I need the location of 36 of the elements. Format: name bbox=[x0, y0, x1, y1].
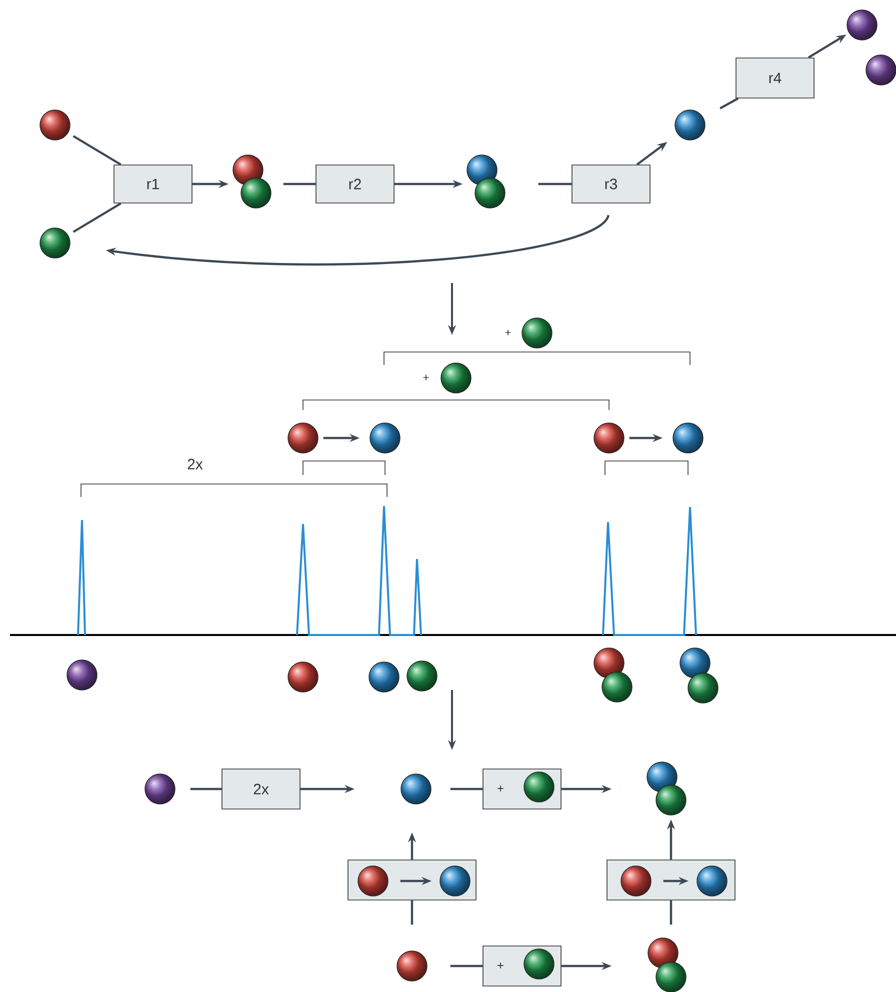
sphere bbox=[524, 948, 554, 980]
sphere bbox=[358, 866, 388, 896]
sphere bbox=[656, 784, 686, 816]
sphere bbox=[688, 672, 718, 704]
process-box: r4 bbox=[736, 58, 814, 98]
sphere bbox=[370, 422, 400, 454]
sphere bbox=[440, 362, 472, 394]
sphere bbox=[620, 866, 652, 896]
label-text: + bbox=[423, 374, 429, 380]
sphere bbox=[594, 422, 624, 454]
sphere bbox=[288, 422, 318, 454]
sphere bbox=[524, 772, 554, 802]
sphere bbox=[522, 318, 552, 348]
sphere bbox=[400, 774, 432, 804]
sphere bbox=[288, 662, 318, 692]
label-text: 2x bbox=[188, 458, 203, 470]
label-text: + bbox=[505, 330, 511, 336]
process-box: 2x bbox=[222, 768, 300, 810]
sphere bbox=[674, 110, 706, 140]
sphere bbox=[696, 866, 728, 896]
sphere bbox=[144, 774, 176, 804]
sphere bbox=[406, 660, 438, 692]
process-box: r1 bbox=[114, 164, 192, 204]
process-box: r3 bbox=[572, 164, 650, 204]
sphere bbox=[846, 10, 878, 40]
process-box: r2 bbox=[316, 164, 394, 204]
sphere bbox=[672, 422, 704, 454]
sphere bbox=[368, 662, 400, 692]
sphere bbox=[602, 672, 632, 702]
sphere bbox=[240, 178, 272, 208]
sphere bbox=[396, 950, 428, 982]
sphere bbox=[474, 178, 506, 208]
sphere bbox=[66, 660, 98, 690]
sphere bbox=[40, 110, 70, 140]
sphere bbox=[440, 866, 470, 896]
sphere bbox=[40, 228, 70, 258]
